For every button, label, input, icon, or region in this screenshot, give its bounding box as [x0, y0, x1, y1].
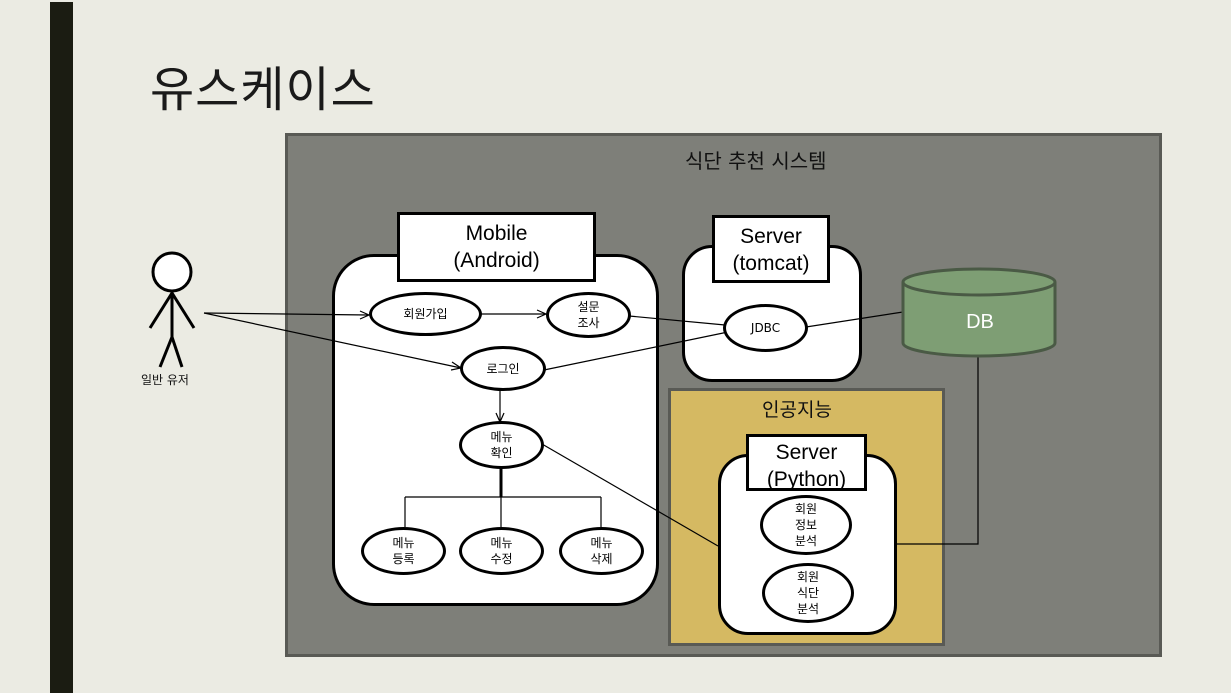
db-to-python-line: [897, 355, 979, 545]
usecase-jdbc: JDBC: [723, 304, 808, 352]
actor-arm-left: [148, 292, 174, 329]
mobile-label: Mobile (Android): [397, 212, 596, 282]
usecase-menu-check: 메뉴 확인: [459, 421, 544, 469]
actor-to-signup-arrow: [203, 312, 369, 316]
db-label: DB: [966, 311, 994, 333]
actor-to-login-arrow: [203, 312, 462, 369]
usecase-menu-delete: 메뉴 삭제: [559, 527, 644, 575]
system-title: 식단 추천 시스템: [685, 149, 827, 173]
slide-accent-bar: [50, 2, 73, 693]
usecase-member-diet-analysis: 회원 식단 분석: [762, 563, 854, 623]
slide-title: 유스케이스: [150, 62, 376, 118]
python-label: Server (Python): [746, 434, 867, 491]
tomcat-label-line1: Server: [740, 225, 802, 248]
db-cylinder: [901, 267, 1057, 358]
usecase-menu-edit: 메뉴 수정: [459, 527, 544, 575]
usecase-menu-register: 메뉴 등록: [361, 527, 446, 575]
survey-to-jdbc-line: [628, 315, 726, 326]
usecase-signup: 회원가입: [369, 292, 482, 336]
mobile-label-line1: Mobile: [465, 222, 528, 245]
actor-leg-left: [158, 336, 174, 368]
usecase-login: 로그인: [460, 346, 546, 391]
jdbc-to-db-line: [805, 311, 904, 328]
actor-arm-right: [170, 292, 196, 329]
actor-figure: [148, 251, 196, 368]
usecase-member-info-analysis: 회원 정보 분석: [760, 495, 852, 555]
usecase-survey: 설문 조사: [546, 292, 631, 338]
login-to-jdbc-line: [543, 331, 729, 371]
menu-to-python-line: [541, 443, 719, 547]
tomcat-label: Server (tomcat): [712, 215, 830, 283]
tomcat-label-line2: (tomcat): [732, 252, 810, 275]
actor-leg-right: [170, 336, 184, 368]
actor-label: 일반 유저: [141, 373, 189, 387]
mobile-label-line2: (Android): [453, 249, 540, 272]
python-label-line1: Server: [775, 441, 838, 464]
python-label-line2: (Python): [766, 468, 847, 491]
actor-head: [151, 251, 193, 293]
ai-section-title: 인공지능: [762, 399, 832, 421]
